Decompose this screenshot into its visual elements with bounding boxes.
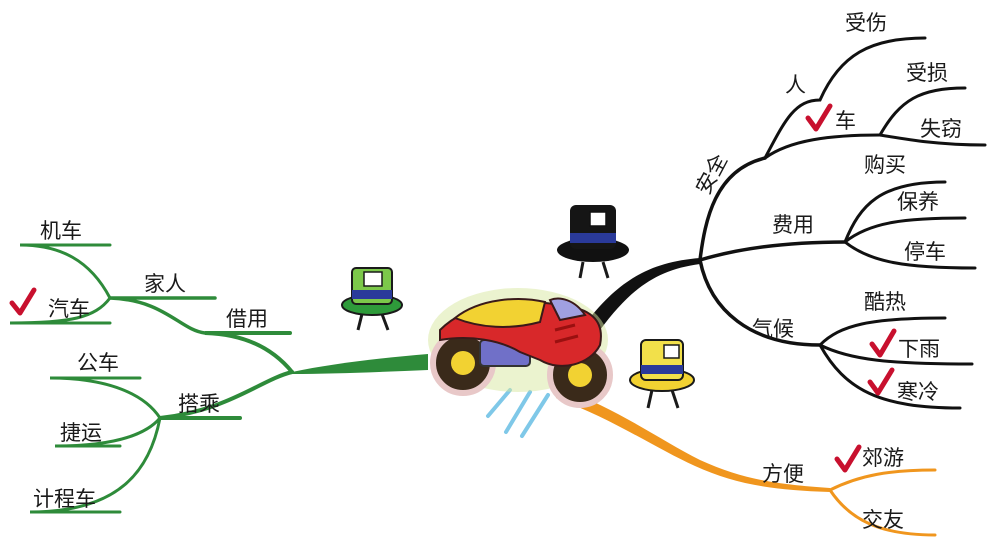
branch-convenience-item-1 [828,488,937,537]
branch-safety [698,156,767,262]
branch-person [763,36,927,160]
branch-cost-item-0 [843,180,947,244]
label-safety: 安全 [691,150,732,198]
label-ride: 搭乘 [178,392,220,416]
motorcycle-icon [428,288,613,438]
label-climate-item-2: 寒冷 [897,380,939,404]
branch-cost-item-2 [843,240,977,270]
branch-car-item-1 [878,133,987,147]
label-ride-item-0: 公车 [77,351,119,375]
label-family: 家人 [144,272,186,296]
label-family-item-1: 汽车 [48,297,90,321]
label-person: 人 [785,73,806,97]
branch-family-item-1 [9,296,112,325]
checkmark-icon [867,367,895,396]
wind-lines-icon [486,388,550,438]
checkmark-icon [805,103,833,132]
branch-family [109,296,217,335]
branch-climate [698,258,822,347]
label-climate-item-1: 下雨 [898,337,940,361]
branch-climate-item-1 [818,343,974,366]
branch-borrow [204,331,294,374]
label-borrow: 借用 [226,307,268,331]
branch-cost-item-1 [843,216,967,244]
label-family-item-0: 机车 [40,219,82,243]
branch-car [763,133,882,160]
checkmark-icon [834,444,862,473]
label-cost-item-2: 停车 [904,240,946,264]
branch-ride-item-0 [49,376,162,420]
checkmark-icon [9,287,37,316]
label-car-item-1: 失窃 [920,117,962,141]
label-convenience-item-1: 交友 [862,508,904,532]
label-cost-item-1: 保养 [897,190,939,214]
branch-convenience-item-0 [828,468,937,492]
label-car: 车 [835,109,856,133]
branch-left [9,243,428,514]
yellow-hat-icon [629,339,695,409]
branch-climate-item-2 [818,343,962,410]
branch-family-item-0 [19,243,112,300]
branch-car-item-0 [878,86,967,137]
branch-ride [159,370,294,420]
label-climate: 气候 [752,317,794,341]
label-cost: 费用 [772,213,814,237]
label-person-item-0: 受伤 [845,11,887,35]
branch-ride-item-2 [29,416,162,514]
label-convenience-item-0: 郊游 [862,446,904,470]
label-cost-item-0: 购买 [864,153,906,177]
label-car-item-0: 受损 [906,61,948,85]
label-ride-item-1: 捷运 [60,421,102,445]
branch-ride-item-1 [54,416,162,448]
black-hat-icon [557,205,629,279]
label-climate-item-0: 酷热 [864,290,906,314]
label-ride-item-2: 计程车 [33,487,96,511]
branch-left-trunk [292,354,428,374]
green-hat-icon [341,267,403,331]
branch-climate-item-0 [818,316,947,347]
label-convenience: 方便 [762,462,804,486]
branch-cost [698,240,847,262]
checkmark-icon [869,328,897,358]
